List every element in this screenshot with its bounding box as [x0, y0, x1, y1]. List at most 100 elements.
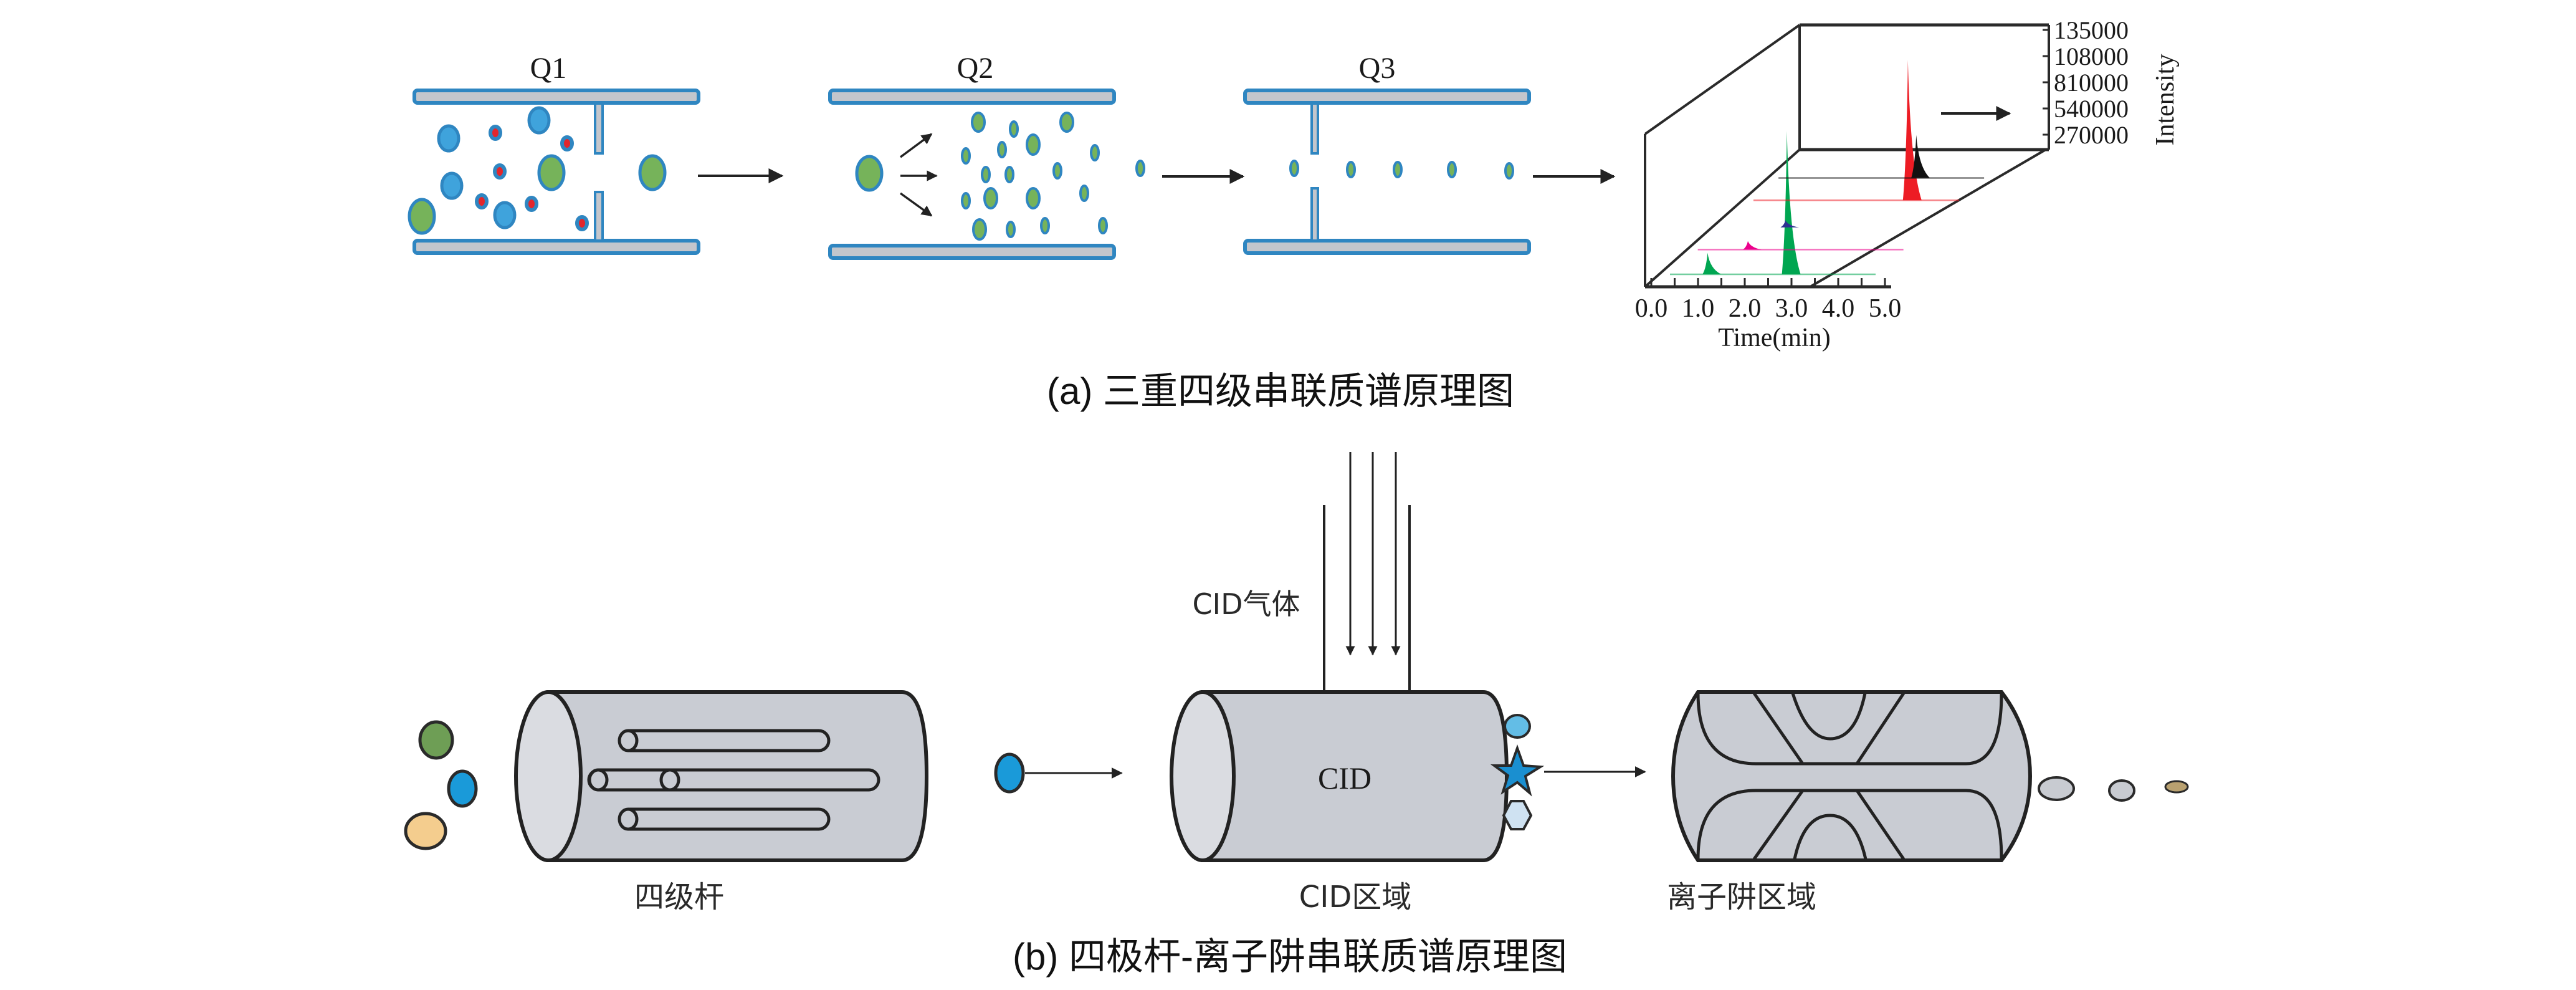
floor-right-edge — [1809, 148, 2047, 288]
x-axis-label: Time(min) — [1718, 324, 1830, 352]
x-tick-label: 2.0 — [1729, 294, 1762, 323]
cylinder-face — [514, 690, 583, 862]
fragment-ion — [1052, 162, 1062, 180]
q3-bottom-plate — [1243, 239, 1531, 255]
rod — [618, 807, 831, 831]
chromatogram-peak — [1911, 135, 1930, 178]
q1-bottom-plate — [413, 239, 700, 255]
rod — [587, 768, 880, 792]
y-tick-label: 108000 — [2054, 42, 2129, 70]
cid-cylinder: CID CID区域 — [1170, 690, 1509, 915]
cid-region-label: CID区域 — [1299, 880, 1412, 915]
fragment-arrow-down — [899, 192, 933, 217]
y-tick-label: 135000 — [2054, 16, 2129, 44]
fragment-ion — [1135, 160, 1145, 177]
chromatogram-peak — [1902, 60, 1922, 201]
rod-end — [618, 729, 639, 752]
electrode-line — [1855, 692, 1906, 765]
product-ion — [1289, 160, 1299, 177]
ion-blue — [437, 124, 460, 153]
cid-inner-label: CID — [1318, 761, 1371, 795]
rod-end — [588, 768, 609, 792]
fragment-circle — [1504, 714, 1531, 739]
q3-label: Q3 — [1359, 52, 1396, 85]
fragment-ion — [1026, 187, 1041, 209]
x-tick-label: 0.0 — [1635, 294, 1668, 323]
floor-left-edge — [1644, 148, 1801, 288]
panel-b: 四级杆 CID气体 CID CID区域 — [404, 452, 2189, 978]
rod — [618, 729, 831, 752]
x-tick-label: 3.0 — [1775, 294, 1808, 323]
side-wall-top-edge — [1644, 24, 1801, 135]
q3-ions — [1289, 160, 1514, 180]
q3-upper-divider — [1310, 102, 1319, 155]
rod-end — [659, 768, 680, 792]
fragment-ion — [1009, 120, 1019, 138]
fragment-hexagon — [1502, 800, 1533, 830]
ion-green — [638, 154, 667, 191]
q1-stage: Q1 — [408, 52, 700, 255]
product-ion — [1447, 161, 1457, 178]
ion-blue — [493, 201, 517, 229]
ion-trap-label: 离子阱区域 — [1667, 880, 1816, 915]
q1-ions — [408, 106, 667, 235]
product-ion — [1346, 161, 1356, 178]
cid-gas-inlet: CID气体 — [1192, 452, 1411, 692]
fragment-ion — [1026, 133, 1041, 156]
q1-top-plate — [413, 89, 700, 105]
q3-lower-divider — [1310, 187, 1319, 242]
fragment-ion — [1006, 221, 1016, 238]
ion-red — [525, 196, 538, 212]
trap-body — [1671, 690, 2033, 862]
q2-label: Q2 — [957, 52, 994, 85]
panel-b-caption: (b) 四极杆-离子阱串联质谱原理图 — [1013, 936, 1567, 978]
quadrupole-cylinder: 四级杆 — [514, 690, 929, 915]
q2-top-plate — [828, 89, 1116, 105]
endcap-upper — [1791, 693, 1867, 741]
fragment-ion — [1004, 166, 1014, 183]
trap-electrodes — [1696, 692, 2003, 860]
endcap-lower — [1793, 814, 1868, 860]
q1-upper-divider — [594, 102, 604, 155]
q2-stage: Q2 — [828, 52, 1145, 260]
precursor-ion — [855, 155, 884, 192]
fragment-arrow-up — [899, 133, 933, 158]
fragment-star — [1490, 744, 1545, 797]
fragment-ion — [972, 218, 987, 241]
y-axis-label: Intensity — [2151, 54, 2180, 146]
chromatogram-peak — [1743, 241, 1762, 250]
q3-stage: Q3 — [1243, 52, 1531, 255]
ion-red — [493, 163, 507, 180]
electrode-line — [1752, 692, 1805, 765]
product-ion — [1393, 161, 1403, 178]
fragment-ion — [1098, 217, 1108, 234]
chromatogram-peak — [1782, 131, 1801, 274]
quadrupole-rods — [587, 729, 880, 831]
ion-red — [560, 135, 574, 151]
q1-label: Q1 — [530, 52, 567, 85]
x-tick-label: 4.0 — [1822, 294, 1855, 323]
ion-blue — [527, 106, 551, 135]
q2-bottom-plate — [828, 244, 1116, 260]
panel-a-caption: (a) 三重四级串联质谱原理图 — [1047, 370, 1514, 412]
quadrupole-label: 四级杆 — [634, 880, 724, 915]
x-tick-label: 5.0 — [1869, 294, 1902, 323]
fragment-ion — [983, 187, 998, 209]
ion-green — [408, 198, 436, 235]
fragment-ion — [961, 192, 971, 209]
y-tick-label: 540000 — [2054, 95, 2129, 123]
ion-green — [537, 154, 566, 191]
electrode-curve — [1696, 693, 2003, 766]
output-ion — [2108, 779, 2135, 802]
y-tick-label: 810000 — [2054, 69, 2129, 97]
cylinder-face — [1170, 690, 1236, 862]
q3-top-plate — [1243, 89, 1531, 105]
ion-blue — [447, 769, 478, 808]
fragment-ion — [1059, 112, 1074, 133]
fragment-ion — [981, 166, 991, 183]
output-ion — [2038, 776, 2075, 801]
q2-fragments — [961, 112, 1145, 241]
